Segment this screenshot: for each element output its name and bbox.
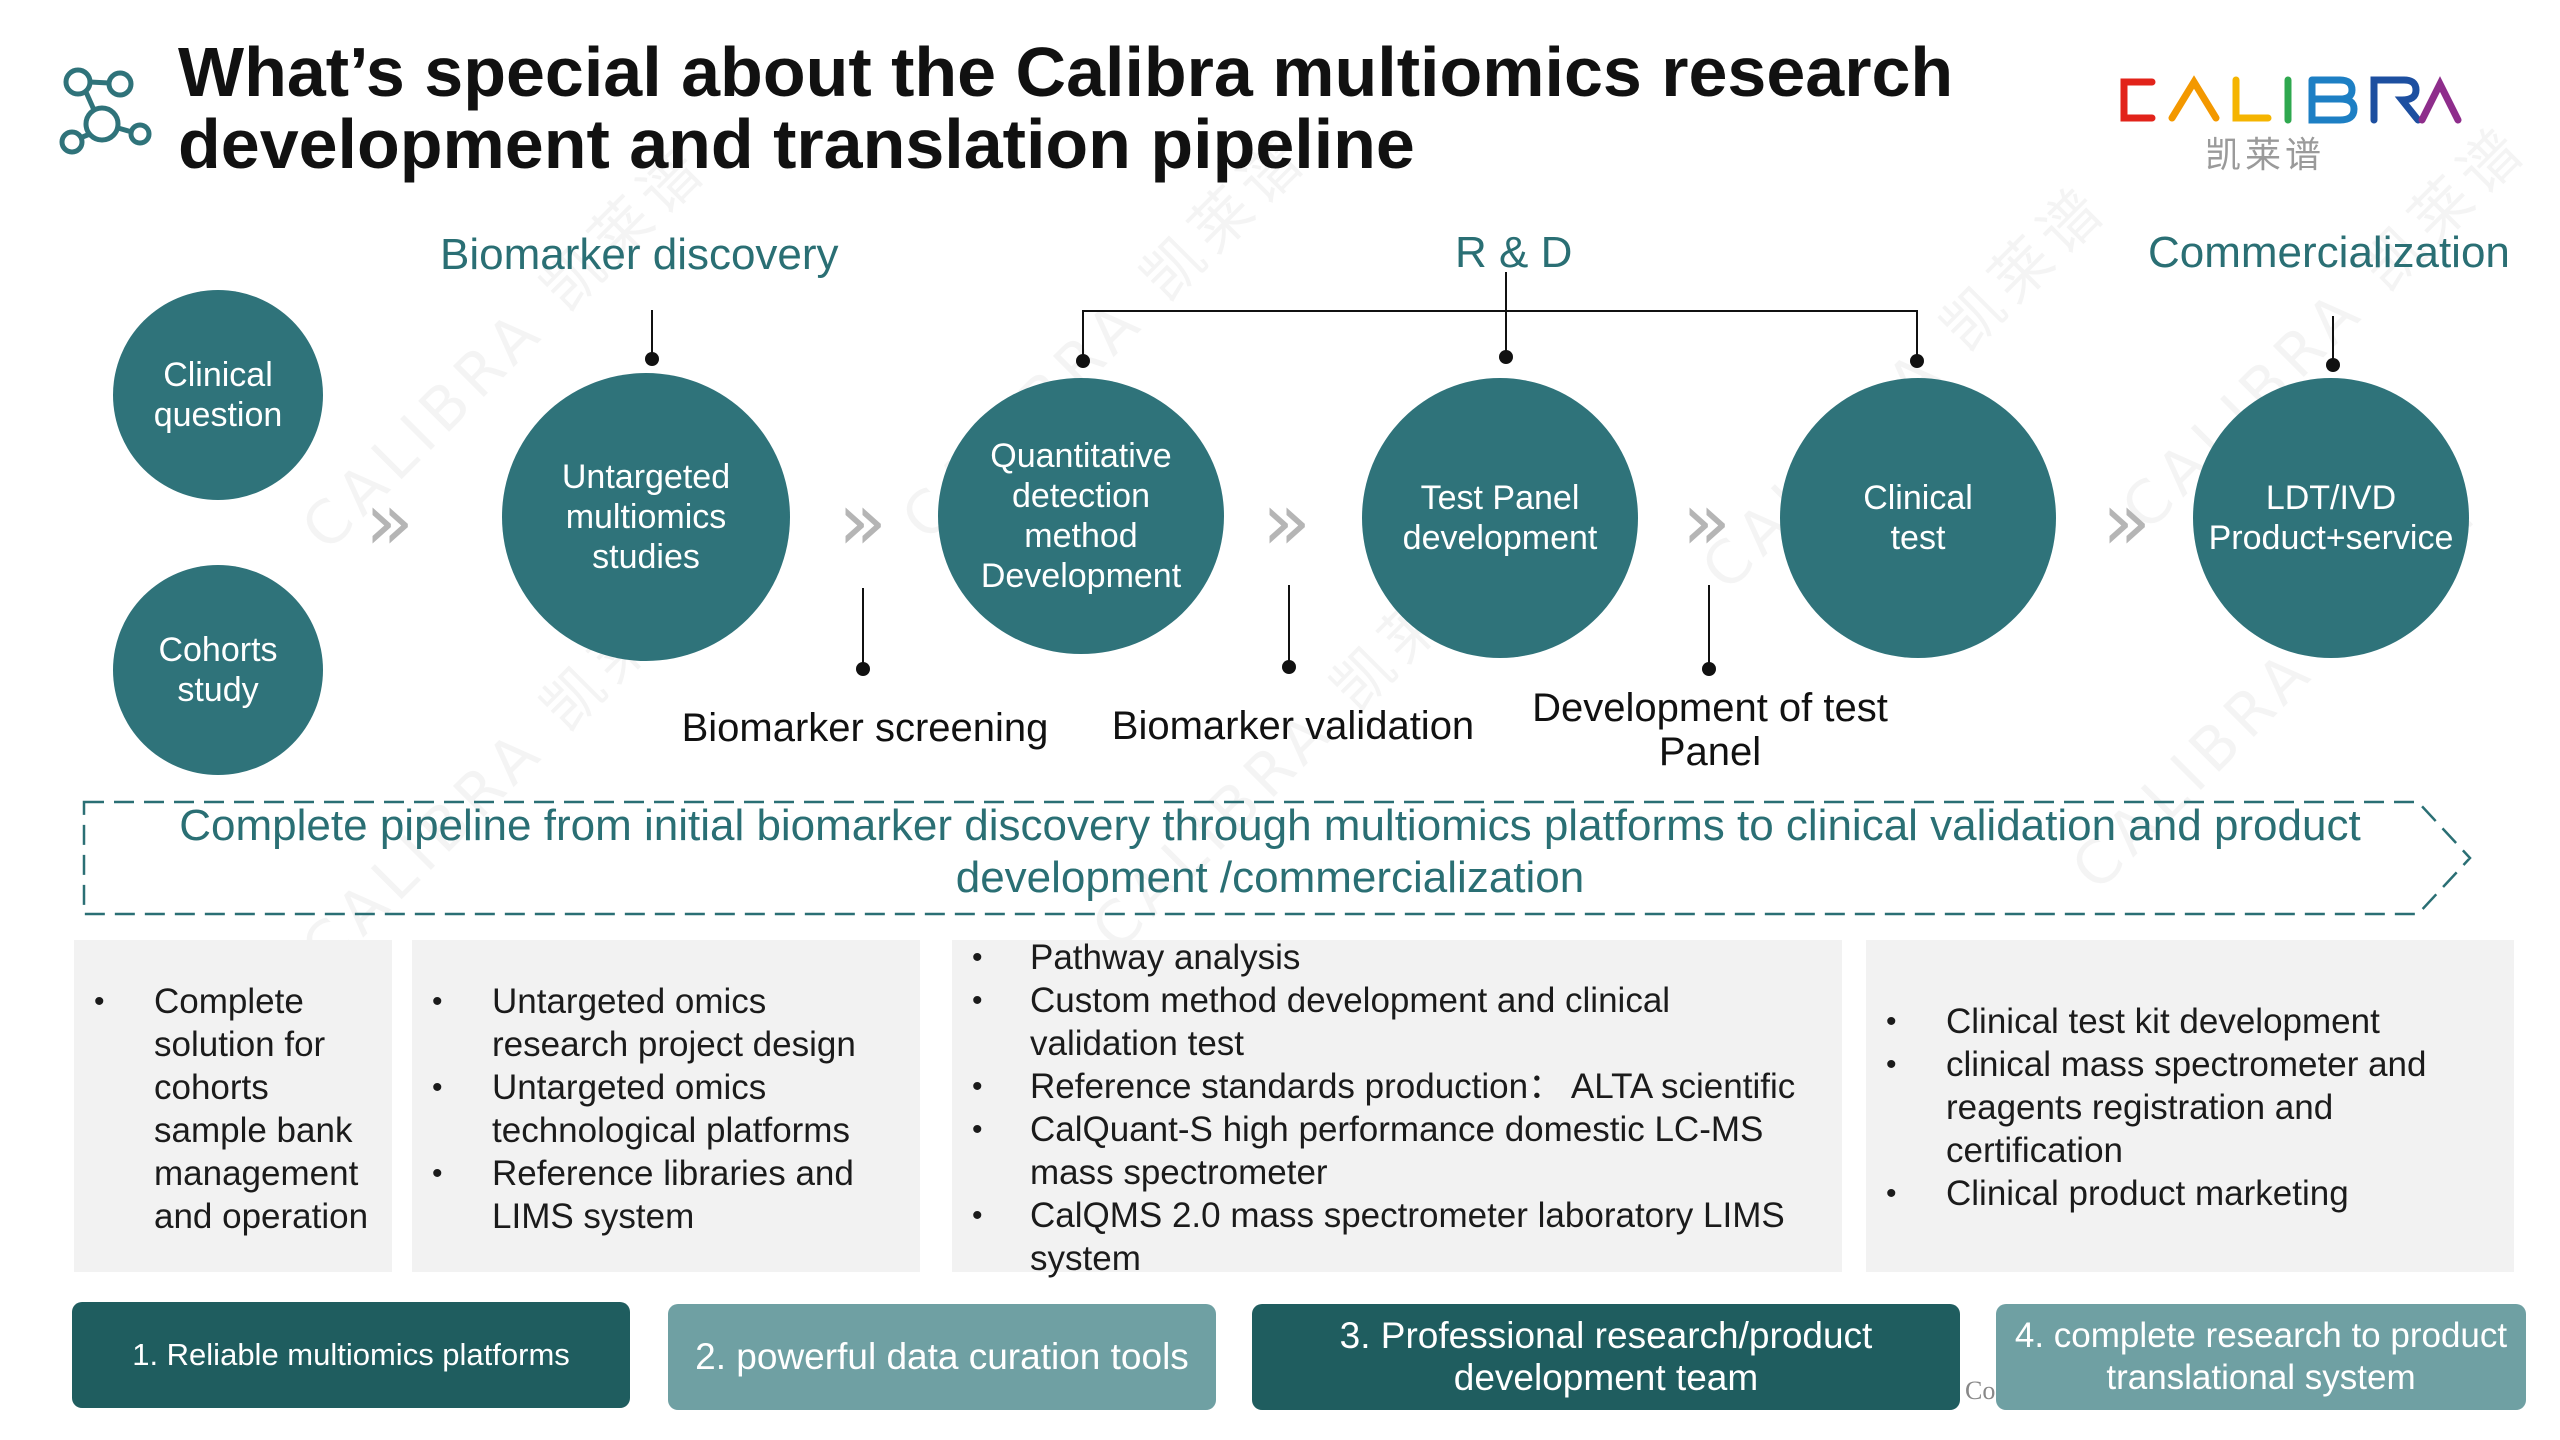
connector-dot xyxy=(856,662,870,676)
chevron-right-icon: » xyxy=(1682,475,1731,568)
list-item: Untargeted omics technological platforms xyxy=(412,1066,904,1152)
page-title-line2: development and translation pipeline xyxy=(178,105,1415,183)
connector-line xyxy=(1082,310,1084,358)
feature-reliable-platforms[interactable]: 1. Reliable multiomics platforms xyxy=(72,1302,630,1408)
banner-line: Complete pipeline from initial biomarker… xyxy=(179,801,2361,850)
feature-label: translational system xyxy=(2106,1358,2416,1397)
list-item: Pathway analysis xyxy=(952,936,1826,979)
circle-text: detection xyxy=(1012,477,1150,515)
circle-text: method xyxy=(1024,517,1138,555)
circle-text: studies xyxy=(592,538,700,576)
calibra-chinese-name: 凯莱谱 xyxy=(2205,135,2326,176)
circle-text: Quantitative xyxy=(990,437,1172,475)
connector-dot xyxy=(1499,350,1513,364)
calibra-logo xyxy=(2112,70,2462,130)
circle-text: multiomics xyxy=(565,498,727,536)
list-item: Custom method development and clinical v… xyxy=(952,979,1826,1065)
list-item: Untargeted omics research project design xyxy=(412,980,904,1066)
circle-text: Cohorts xyxy=(158,631,278,669)
copyright-text: Co xyxy=(1965,1376,1996,1405)
connector-line xyxy=(862,588,864,668)
info-box-rd-services: Pathway analysis Custom method developme… xyxy=(952,936,1842,1278)
feature-label: 2. powerful data curation tools xyxy=(695,1336,1189,1377)
connector-line xyxy=(1288,585,1290,665)
chevron-right-icon: » xyxy=(2102,475,2151,568)
section-commercialization: Commercialization xyxy=(2148,228,2510,277)
list-item: clinical mass spectrometer and reagents … xyxy=(1866,1043,2498,1172)
info-box-untargeted: Untargeted omics research project design… xyxy=(412,940,920,1272)
connector-line xyxy=(1505,272,1507,358)
circle-text: Test Panel xyxy=(1420,479,1580,517)
label-biomarker-validation: Biomarker validation xyxy=(1111,704,1475,748)
list-item: CalQMS 2.0 mass spectrometer laboratory … xyxy=(952,1194,1826,1280)
rd-bracket-line xyxy=(1082,310,1918,312)
circle-text: Development xyxy=(980,557,1182,595)
circle-text: Product+service xyxy=(2208,519,2454,557)
label-biomarker-screening: Biomarker screening xyxy=(681,706,1049,750)
list-item: Complete solution for cohorts sample ban… xyxy=(74,980,372,1238)
connector-line xyxy=(2332,316,2334,360)
info-box-commercial: Clinical test kit development clinical m… xyxy=(1866,940,2514,1272)
list-item: Reference libraries and LIMS system xyxy=(412,1152,904,1238)
connector-line xyxy=(1916,310,1918,358)
label-line: Development of test xyxy=(1532,686,1888,730)
feature-data-curation-tools[interactable]: 2. powerful data curation tools xyxy=(668,1304,1216,1410)
list-item: Clinical product marketing xyxy=(1866,1172,2498,1215)
circle-text: LDT/IVD xyxy=(2265,479,2397,517)
chevron-right-icon: » xyxy=(1262,475,1311,568)
connector-line xyxy=(651,310,653,358)
circle-text: question xyxy=(153,396,283,434)
calibra-wordmark-icon xyxy=(2120,75,2462,124)
connector-dot xyxy=(1076,354,1090,368)
circle-text: Clinical xyxy=(1863,479,1973,517)
page-title-line1: What’s special about the Calibra multiom… xyxy=(178,33,1954,111)
feature-label: 3. Professional research/product xyxy=(1339,1315,1873,1356)
list-item: CalQuant-S high performance domestic LC-… xyxy=(952,1108,1826,1194)
section-biomarker-discovery: Biomarker discovery xyxy=(440,230,839,279)
feature-label: 1. Reliable multiomics platforms xyxy=(132,1337,570,1372)
banner-line: development /commercialization xyxy=(955,853,1585,902)
circle-text: test xyxy=(1890,519,1946,557)
label-line: Panel xyxy=(1658,730,1762,774)
connector-dot xyxy=(1702,662,1716,676)
chevron-right-icon: » xyxy=(365,475,414,568)
chevron-right-icon: » xyxy=(838,475,887,568)
molecule-icon xyxy=(59,67,152,155)
circle-text: Untargeted xyxy=(561,458,731,496)
connector-dot xyxy=(645,352,659,366)
circle-text: Clinical xyxy=(163,356,273,394)
circle-text: study xyxy=(177,671,259,709)
connector-line xyxy=(1708,585,1710,667)
connector-dot xyxy=(2326,358,2340,372)
list-item: Clinical test kit development xyxy=(1866,1000,2498,1043)
circle-text: development xyxy=(1402,519,1598,557)
list-item: Reference standards production： ALTA sci… xyxy=(952,1065,1826,1108)
feature-label: development team xyxy=(1453,1357,1759,1398)
pipeline-banner-arrow xyxy=(82,800,2472,916)
label-development-of-test-panel: Development of test Panel xyxy=(1520,686,1900,774)
section-rd: R & D xyxy=(1455,228,1573,277)
connector-dot xyxy=(1910,354,1924,368)
pipeline-banner-text: Complete pipeline from initial biomarker… xyxy=(110,800,2430,904)
connector-dot xyxy=(1282,660,1296,674)
feature-label: 4. complete research to product xyxy=(2014,1316,2508,1355)
info-box-cohorts: Complete solution for cohorts sample ban… xyxy=(74,940,392,1272)
